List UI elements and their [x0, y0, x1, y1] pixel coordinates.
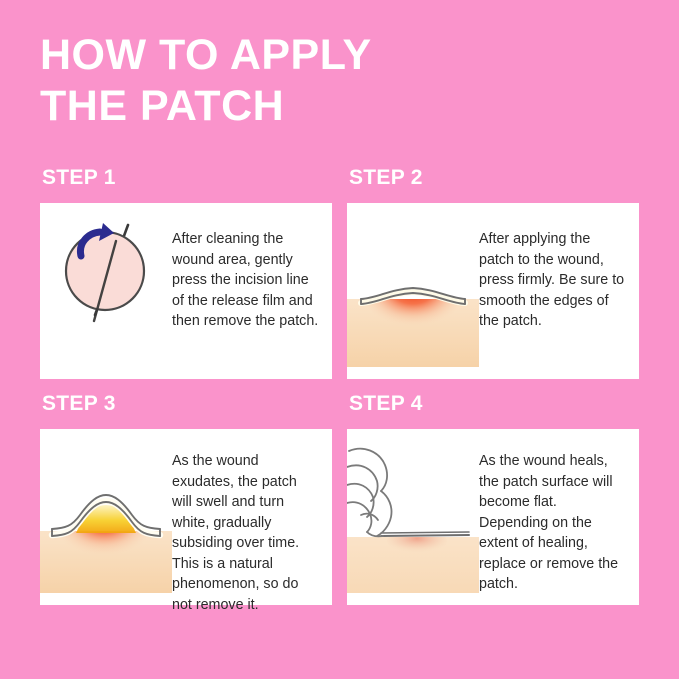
step-3: STEP 3: [40, 392, 332, 613]
step-3-card: As the wound exudates, the patch will sw…: [40, 429, 332, 613]
patch-circle-icon: [64, 223, 146, 323]
step-3-label: STEP 3: [42, 392, 116, 415]
step-4-text: As the wound heals, the patch surface wi…: [479, 453, 619, 592]
steps-grid: STEP 1: [40, 166, 640, 613]
step-3-text: As the wound exudates, the patch will sw…: [172, 453, 300, 613]
step-3-illustration: [40, 429, 172, 605]
swollen-patch-cross-section-icon: [40, 494, 172, 593]
hand-removing-patch-icon: [347, 447, 479, 593]
step-1-illustration: [40, 203, 172, 379]
step-4-label: STEP 4: [349, 392, 423, 415]
step-4-illustration: [347, 429, 479, 605]
step-1-label: STEP 1: [42, 166, 116, 189]
flat-patch-cross-section-icon: [347, 287, 479, 367]
page-title: HOW TO APPLY THE PATCH: [40, 31, 372, 130]
step-4: STEP 4: [347, 392, 639, 605]
step-2: STEP 2: [347, 166, 639, 379]
step-4-card: As the wound heals, the patch surface wi…: [347, 429, 639, 605]
step-2-card: After applying the patch to the wound, p…: [347, 203, 639, 379]
steps-row-bottom: STEP 3: [40, 392, 640, 613]
step-2-label: STEP 2: [349, 166, 423, 189]
step-2-illustration: [347, 203, 479, 379]
steps-row-top: STEP 1: [40, 166, 640, 379]
step-2-text: After applying the patch to the wound, p…: [479, 231, 625, 329]
step-1-text: After cleaning the wound area, gently pr…: [172, 231, 319, 329]
step-1-card: After cleaning the wound area, gently pr…: [40, 203, 332, 379]
step-1: STEP 1: [40, 166, 332, 379]
